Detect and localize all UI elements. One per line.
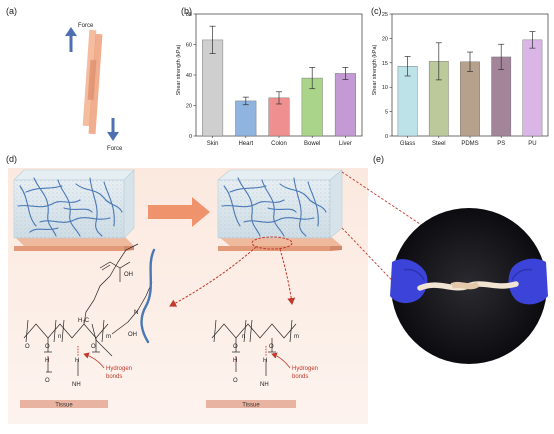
force-label-bottom: Force — [107, 146, 123, 152]
chemical-structure-right — [211, 319, 297, 376]
chart-c-bar-2 — [460, 61, 480, 137]
chart-c-xtick-label-1: Steel — [432, 141, 446, 147]
repeat-m-left: m — [106, 334, 111, 340]
chart-b-xtick-label-2: Colon — [271, 141, 287, 147]
panel-d: (d) — [6, 154, 368, 424]
interface-highlight — [169, 236, 296, 307]
amine-n-label: N — [134, 310, 138, 316]
chart-b-xtick-label-4: Liver — [339, 141, 352, 147]
panel-e: (e) — [373, 154, 548, 364]
atom-h-r2: H — [263, 358, 267, 364]
chart-c-ytick-label-3: 15 — [382, 61, 388, 67]
panel-a-label: (a) — [6, 6, 17, 16]
force-arrow-down-icon — [107, 118, 119, 141]
chart-c-ytick-label-4: 20 — [382, 36, 388, 42]
hydrogen-bonds-label-right: Hydrogen bonds — [292, 366, 318, 380]
chart-c-ytick-label-0: 0 — [385, 134, 388, 140]
chart-c-ylabel: Shear strength (kPa) — [372, 44, 378, 95]
chart-b-xtick-label-0: Skin — [207, 141, 219, 147]
hydrogen-text-left: Hydrogen — [106, 366, 132, 372]
chart-c-xtick-label-4: PU — [528, 141, 536, 147]
chart-c-ytick-label-2: 10 — [382, 85, 388, 91]
chart-b-ytick-label-3: 60 — [186, 43, 192, 49]
chart-c-ytick-label-1: 5 — [385, 110, 388, 116]
atom-o-r3: O — [269, 344, 274, 350]
hydrogen-bond-pointer-right — [271, 352, 291, 369]
transition-arrow-icon — [148, 197, 210, 227]
repeat-m-right: m — [294, 334, 299, 340]
chem-labels-left: O O H O O H NH n m H₃C OH OH N — [25, 272, 138, 388]
panel-e-label: (e) — [373, 154, 384, 164]
adhesive-strip-sample — [417, 281, 519, 291]
polymer-chain-highlight — [140, 248, 156, 344]
force-arrow-up-icon — [65, 27, 77, 52]
chart-b-ytick-label-1: 20 — [186, 104, 192, 110]
chart-b-ytick-label-4: 80 — [186, 12, 192, 18]
panel-b-label: (b) — [181, 6, 192, 16]
hydrogen-bond-dashes-left — [47, 346, 79, 364]
atom-nh-right: NH — [260, 382, 269, 388]
atom-o-1: O — [25, 344, 30, 350]
chem-labels-right: O H O O H NH n m — [233, 334, 299, 388]
chart-b-xtick-label-3: Bowel — [304, 141, 320, 147]
bonds-text-right: bonds — [292, 374, 308, 380]
chart-c-ytick-label-5: 25 — [382, 12, 388, 18]
atom-nh-left: NH — [72, 382, 81, 388]
panel-a: (a) Force Force — [6, 6, 123, 152]
atom-o-2: O — [45, 344, 50, 350]
atom-h-2: H — [75, 358, 79, 364]
chemical-structure-left — [23, 243, 153, 376]
atom-h-1: H — [45, 358, 49, 364]
chart-b-bar-0 — [202, 39, 224, 137]
panel-c: (c) Shear strength (kPa) 0 5 10 15 20 25Glass… — [371, 6, 549, 147]
tissue-bar-left: Tissue — [20, 400, 108, 409]
overlap-strips — [82, 29, 103, 135]
methyl-label: H₃C — [78, 318, 90, 324]
hydrogel-block-right — [217, 169, 343, 251]
atom-o-4: O — [91, 344, 96, 350]
tissue-bar-right: Tissue — [206, 400, 296, 409]
chart-c-xtick-label-2: PDMS — [461, 141, 478, 147]
atom-o-3: O — [45, 378, 50, 384]
polymer-network-right — [221, 177, 327, 237]
repeat-n-right: n — [242, 334, 245, 340]
chart-b-bar-4 — [334, 73, 356, 137]
hydroxyl-label-1: OH — [124, 272, 133, 278]
chart-b-ytick-label-2: 40 — [186, 73, 192, 79]
gloved-hand-left-icon — [390, 259, 428, 304]
panel-d-label: (d) — [6, 154, 17, 164]
atom-o-r2: O — [233, 378, 238, 384]
force-label-top: Force — [78, 23, 94, 29]
chart-b-ylabel: Shear strength (kPa) — [176, 44, 182, 95]
chart-b-ytick-label-0: 0 — [189, 134, 192, 140]
hydrogen-bond-dashes-right — [235, 346, 267, 364]
hydrogel-block-left — [13, 169, 135, 251]
bonds-text-left: bonds — [106, 374, 122, 380]
repeat-n-left: n — [58, 334, 61, 340]
polymer-network-left — [17, 177, 123, 237]
chart-b-xtick-label-1: Heart — [238, 141, 253, 147]
chart-c-xtick-label-3: PS — [497, 141, 505, 147]
atom-o-r1: O — [233, 344, 238, 350]
hydrogen-bond-pointer-left — [83, 352, 105, 369]
chart-b-bar-1 — [235, 100, 257, 137]
gloved-hand-right-icon — [508, 258, 548, 305]
hydrogen-bonds-label-left: Hydrogen bonds — [106, 366, 132, 380]
chart-c-bar-0 — [397, 66, 418, 137]
panel-c-label: (c) — [371, 6, 382, 16]
hydroxyl-label-2: OH — [128, 332, 137, 338]
chart-c-xtick-label-0: Glass — [400, 141, 415, 147]
hydrogen-text-right: Hydrogen — [292, 366, 318, 372]
atom-h-r1: H — [233, 358, 237, 364]
tissue-label-right: Tissue — [242, 403, 260, 409]
tissue-label-left: Tissue — [55, 403, 73, 409]
chart-c-bar-4 — [522, 39, 543, 137]
